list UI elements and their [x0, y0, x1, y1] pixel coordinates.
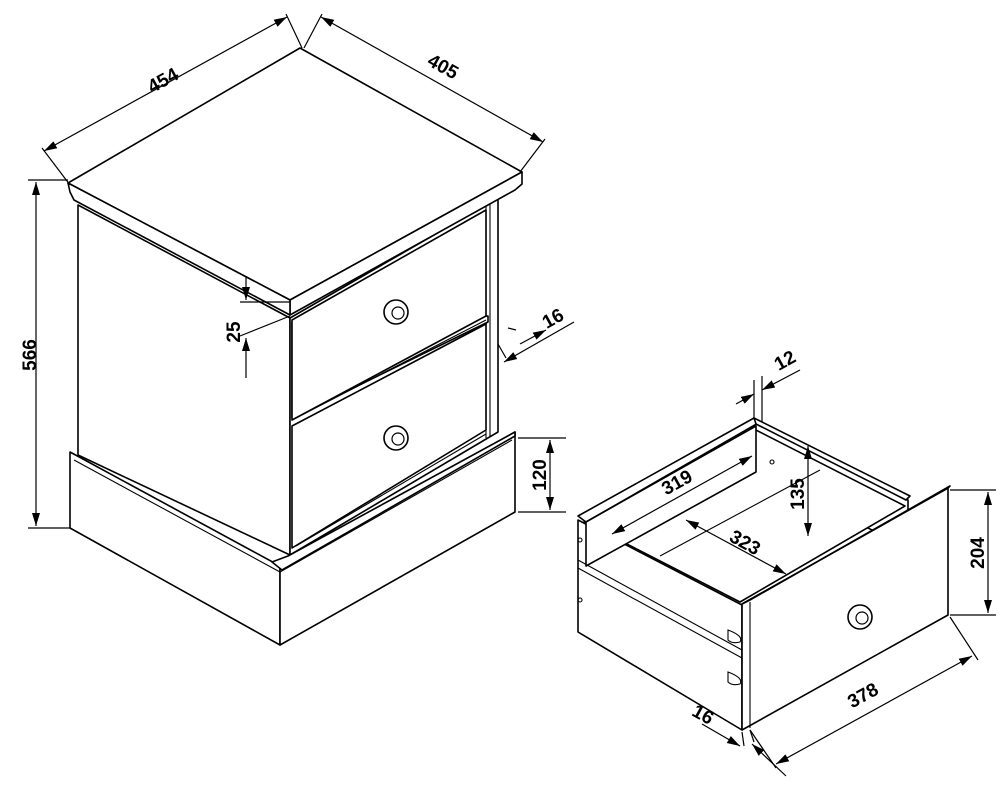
knob-icon — [847, 604, 873, 630]
dimension-side-thickness: 16 — [497, 305, 575, 363]
label-drawer-wall: 12 — [771, 347, 800, 376]
label-cabinet-height: 566 — [20, 339, 41, 371]
knob-icon — [383, 425, 409, 451]
dimension-plinth-height: 120 — [518, 437, 566, 513]
dimension-top-thickness: 25 — [224, 276, 291, 378]
label-side-thickness: 16 — [539, 305, 568, 334]
dimension-drawer-front-height: 204 — [950, 489, 996, 616]
knob-icon — [383, 299, 409, 325]
nightstand-cabinet — [67, 47, 523, 646]
dimension-cabinet-height: 566 — [20, 179, 70, 529]
label-plinth-height: 120 — [530, 459, 551, 491]
label-drawer-front-height: 204 — [968, 537, 989, 569]
dimension-drawer-inner-height: 135 — [788, 446, 812, 536]
label-top-thickness: 25 — [224, 321, 245, 343]
label-drawer-inner-height: 135 — [788, 478, 809, 510]
drawer-box — [577, 417, 951, 731]
label-cabinet-width: 405 — [424, 50, 462, 84]
dimension-drawer-wall: 12 — [735, 347, 801, 422]
